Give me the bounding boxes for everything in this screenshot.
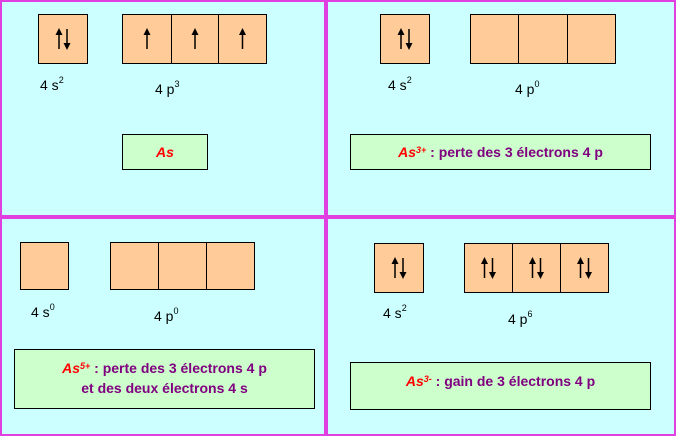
q1-p-orbital-3	[218, 14, 267, 64]
outer-border-bottom	[0, 434, 676, 436]
q3-s-label: 4 s0	[31, 302, 55, 320]
q4-species-tag: As3- : gain de 3 électrons 4 p	[350, 362, 651, 410]
q3-tag-line-1: As5+ : perte des 3 électrons 4 p	[62, 360, 267, 376]
q1-s-label: 4 s2	[40, 75, 64, 93]
q4-p-label: 4 p6	[508, 309, 533, 327]
electron-arrows	[239, 28, 246, 49]
q3-s-orbital	[20, 242, 69, 290]
electron-arrows	[481, 257, 496, 279]
q3-p-orbital-2	[158, 242, 207, 290]
electron-up-arrow-icon	[55, 28, 63, 49]
q1-species-tag: As	[122, 134, 208, 170]
q2-s-label: 4 s2	[388, 75, 412, 93]
q2-p-label: 4 p0	[515, 79, 540, 97]
center-divider-horizontal	[0, 215, 676, 219]
q3-species-tag: As5+ : perte des 3 électrons 4 p et des …	[14, 349, 315, 409]
q2-p-orbital-2	[518, 14, 568, 64]
electron-up-arrow-icon	[191, 28, 199, 49]
electron-up-arrow-icon	[577, 257, 584, 278]
q4-s-orbital	[374, 243, 424, 293]
electron-arrows	[191, 28, 199, 49]
electron-arrows	[529, 257, 544, 279]
outer-border-top	[0, 0, 676, 2]
electron-up-arrow-icon	[397, 28, 405, 49]
electron-down-arrow-icon	[537, 258, 544, 279]
electron-up-arrow-icon	[239, 28, 246, 49]
q2-s-orbital	[380, 14, 430, 64]
electron-up-arrow-icon	[143, 28, 151, 49]
electron-arrows	[55, 28, 71, 50]
q2-p-orbital-3	[567, 14, 616, 64]
q2-p-orbital-1	[470, 14, 519, 64]
electron-down-arrow-icon	[63, 29, 71, 50]
electron-down-arrow-icon	[399, 258, 407, 279]
electron-down-arrow-icon	[489, 258, 496, 279]
electron-up-arrow-icon	[391, 257, 399, 278]
q4-s-label: 4 s2	[383, 303, 407, 321]
q1-p-orbital-1	[122, 14, 172, 64]
electron-arrows	[577, 257, 592, 279]
electron-up-arrow-icon	[481, 257, 488, 278]
q4-p-orbital-3	[560, 243, 609, 293]
electron-arrows	[397, 28, 413, 50]
q2-species-tag: As3+ : perte des 3 électrons 4 p	[350, 134, 651, 170]
q1-s-orbital	[38, 14, 88, 64]
electron-arrows	[391, 257, 407, 279]
q3-p-label: 4 p0	[154, 306, 179, 324]
electron-down-arrow-icon	[585, 258, 592, 279]
q1-p-label: 4 p3	[155, 79, 180, 97]
q1-p-orbital-2	[171, 14, 219, 64]
q3-tag-line-2: et des deux électrons 4 s	[81, 380, 248, 396]
q4-p-orbital-2	[512, 243, 561, 293]
q3-p-orbital-1	[110, 242, 159, 290]
electron-arrows	[143, 28, 151, 49]
q4-p-orbital-1	[464, 243, 513, 293]
electron-down-arrow-icon	[405, 29, 413, 50]
q3-p-orbital-3	[206, 242, 255, 290]
electron-up-arrow-icon	[529, 257, 536, 278]
